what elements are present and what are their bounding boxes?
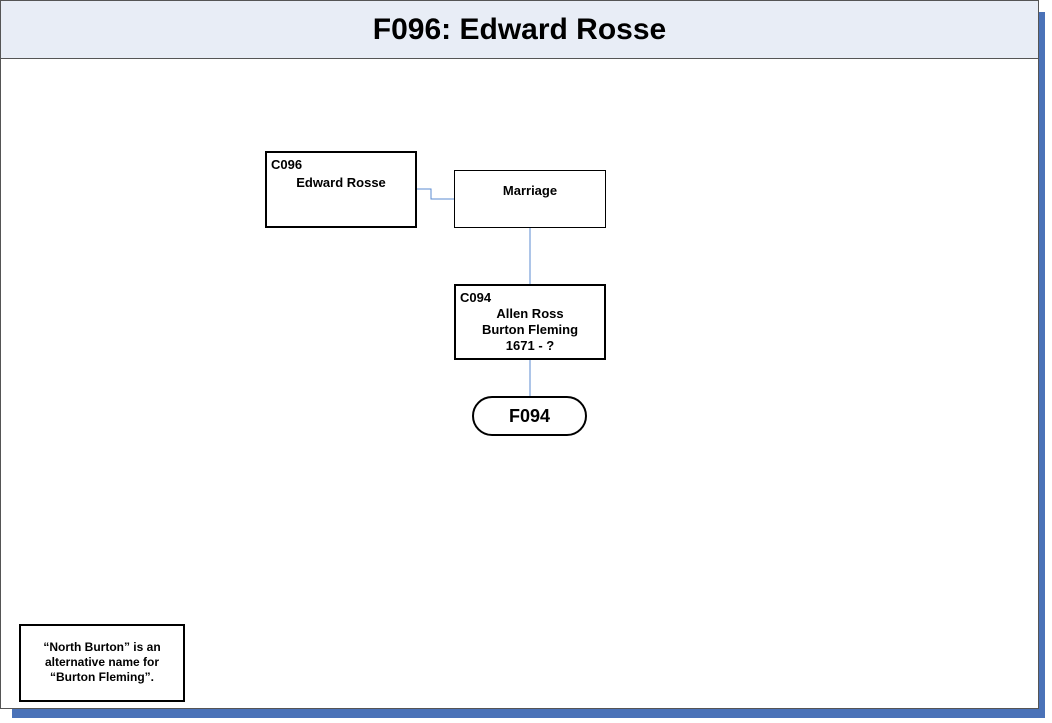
person-name: Allen Ross: [496, 306, 564, 321]
person-code: C094: [460, 290, 492, 305]
person-place: Burton Fleming: [481, 322, 579, 337]
person-dates: 1671 - ?: [505, 338, 555, 353]
person-box-edward[interactable]: C096 Edward Rosse: [265, 151, 417, 228]
person-name: Edward Rosse: [296, 175, 386, 190]
note-line: “Burton Fleming”.: [50, 670, 154, 684]
marriage-label: Marriage: [502, 183, 558, 198]
note-line: “North Burton” is an: [43, 640, 161, 654]
note-box: “North Burton” is an alternative name fo…: [19, 624, 185, 702]
person-box-allen[interactable]: C094 Allen Ross Burton Fleming 1671 - ?: [454, 284, 606, 360]
note-line: alternative name for: [44, 655, 160, 669]
marriage-box[interactable]: Marriage: [454, 170, 606, 228]
page-title: F096: Edward Rosse: [372, 12, 667, 46]
family-link-f094[interactable]: F094: [472, 396, 587, 436]
person-code: C096: [271, 157, 303, 172]
family-link-label: F094: [508, 405, 551, 426]
title-bar: F096: Edward Rosse: [1, 1, 1038, 59]
